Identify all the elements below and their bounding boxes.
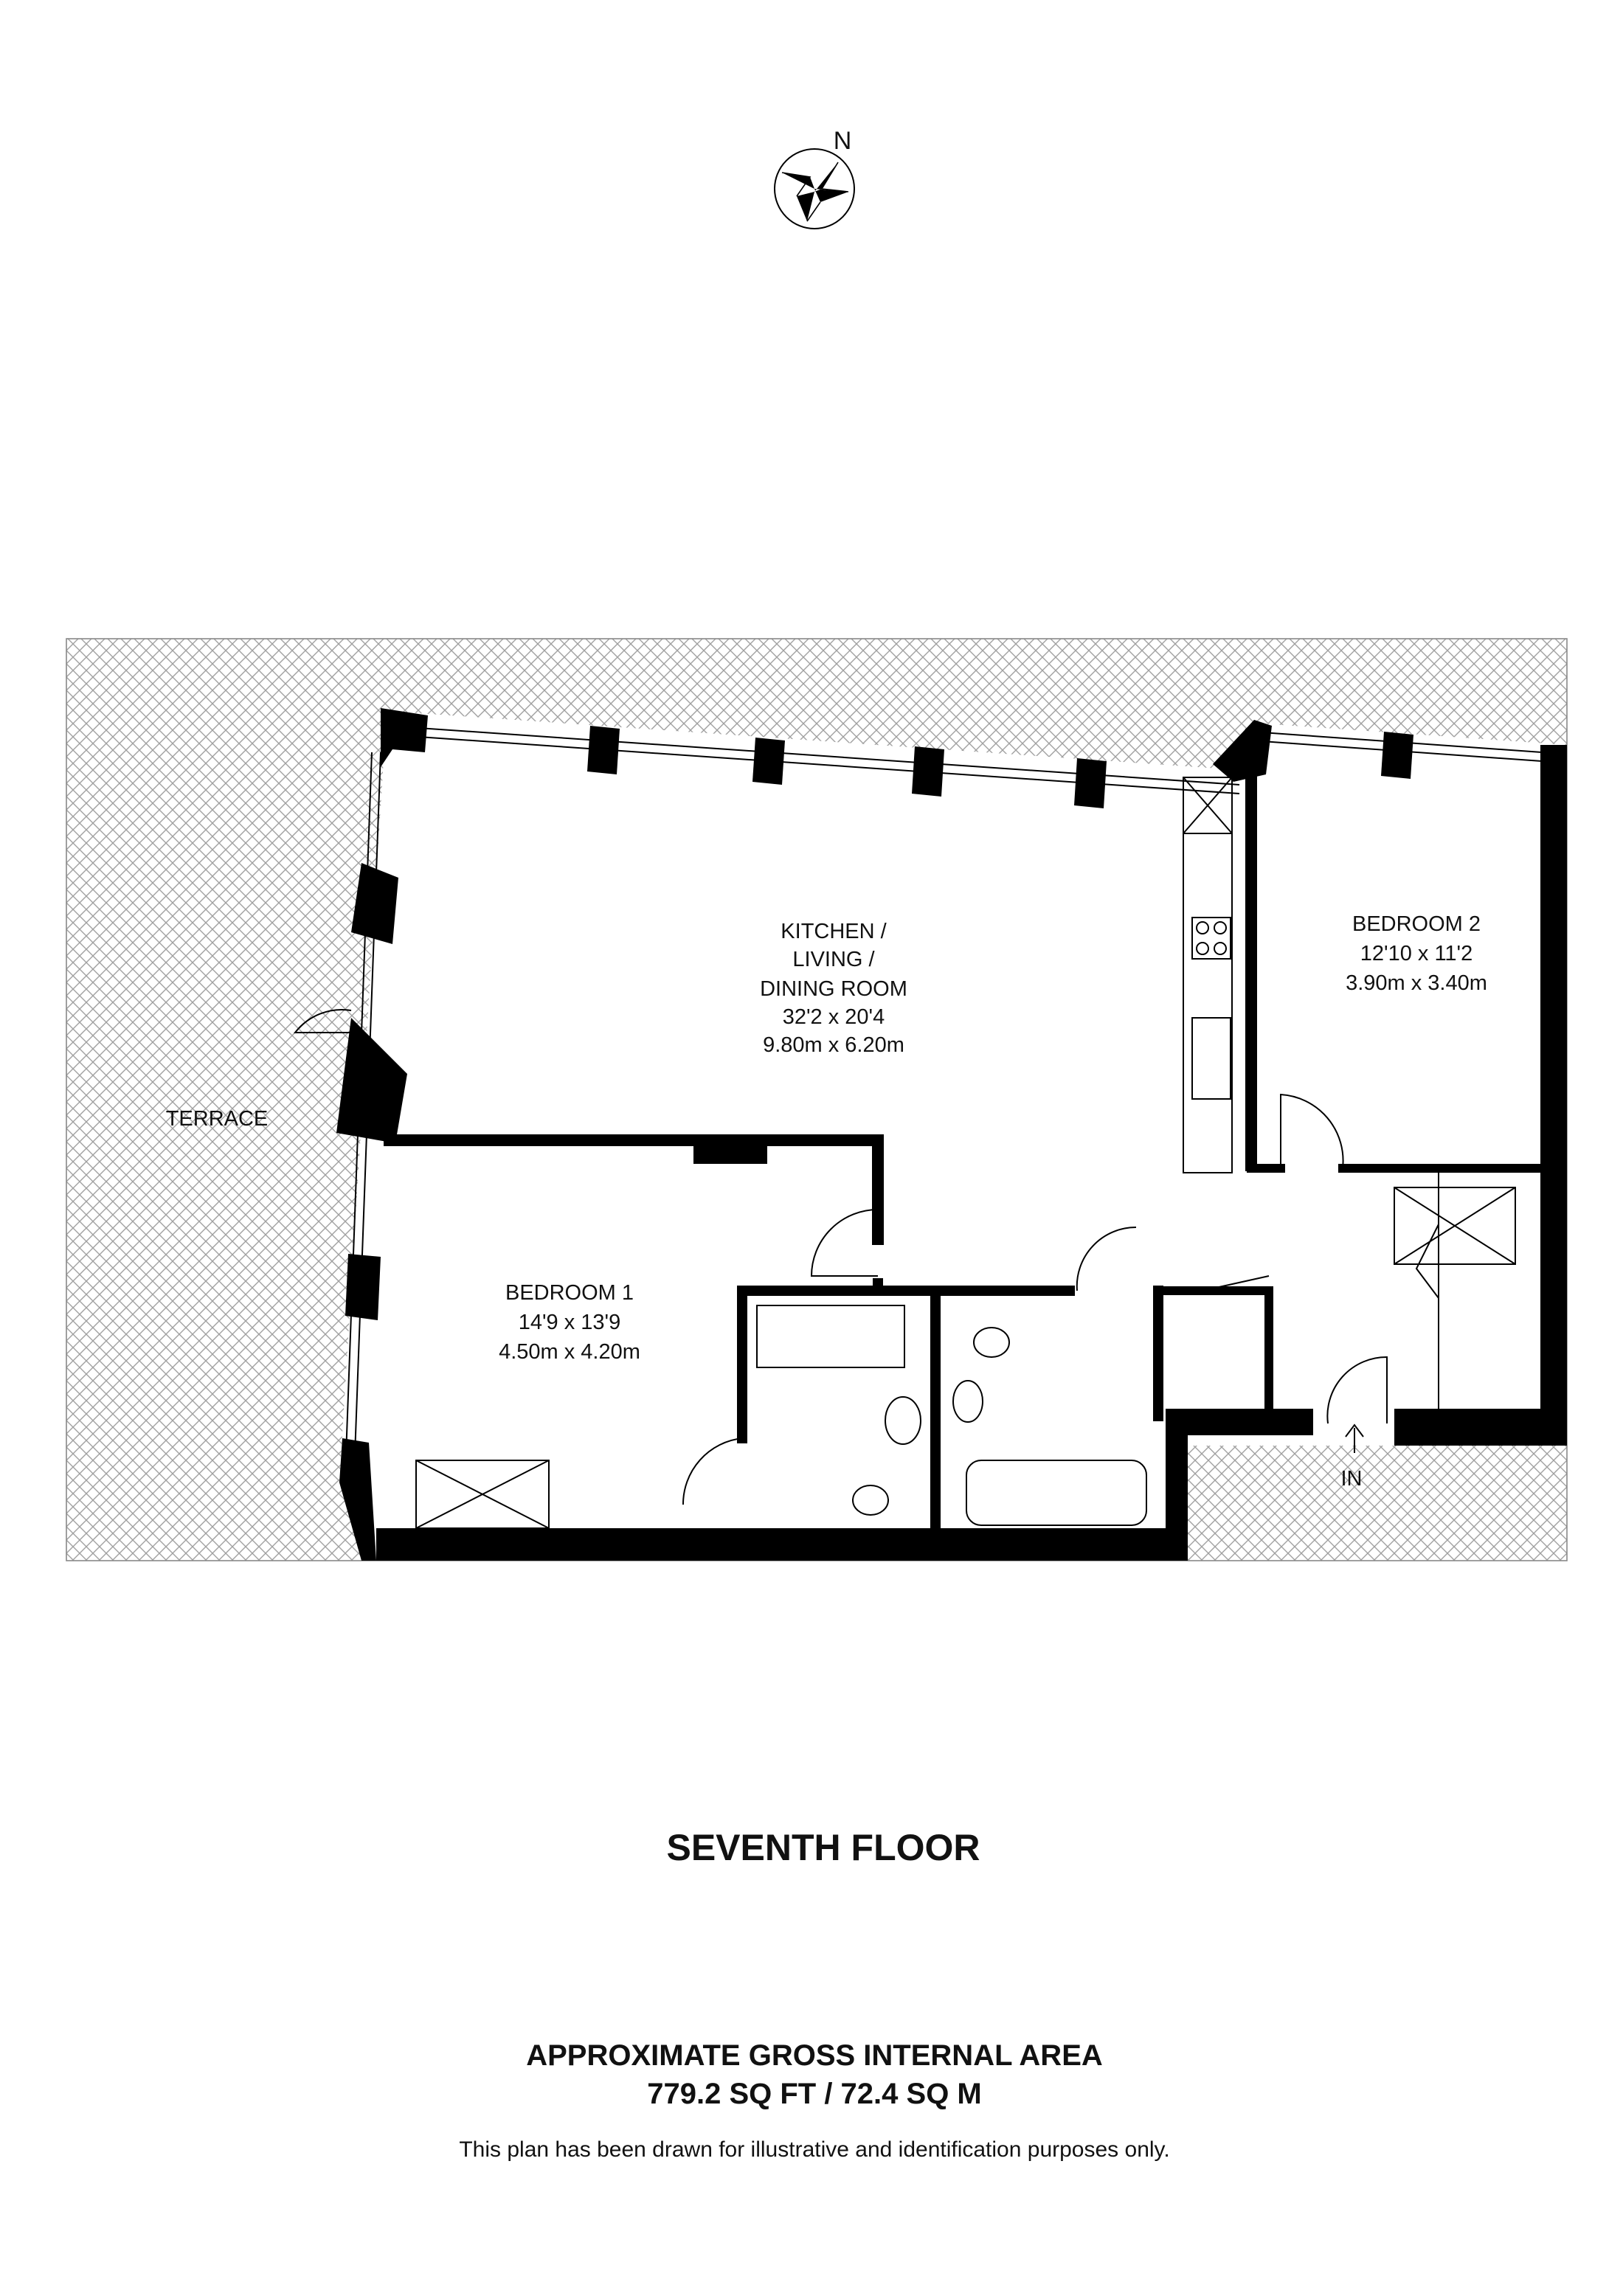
apartment-interior bbox=[339, 711, 1567, 1561]
bedroom2-metric-size: 3.90m x 3.40m bbox=[1346, 971, 1487, 995]
bedroom1-metric-size: 4.50m x 4.20m bbox=[499, 1340, 640, 1364]
floor-title: SEVENTH FLOOR bbox=[666, 1827, 980, 1868]
bedroom2-imperial-size: 12'10 x 11'2 bbox=[1360, 942, 1473, 965]
entrance-label: IN bbox=[1341, 1467, 1363, 1491]
kitchen-label-line-1: KITCHEN / bbox=[781, 920, 887, 943]
kitchen-label-line-3: DINING ROOM bbox=[760, 977, 907, 1001]
walls bbox=[293, 708, 1567, 1561]
bedroom1-imperial-size: 14'9 x 13'9 bbox=[519, 1311, 620, 1334]
area-heading: APPROXIMATE GROSS INTERNAL AREA bbox=[526, 2039, 1103, 2072]
north-compass-icon: N bbox=[774, 127, 855, 229]
bedroom1-label: BEDROOM 1 bbox=[505, 1281, 634, 1305]
area-value: 779.2 SQ FT / 72.4 SQ M bbox=[647, 2078, 982, 2110]
compass-north-label: N bbox=[834, 127, 852, 155]
terrace-label: TERRACE bbox=[166, 1107, 269, 1131]
kitchen-imperial-size: 32'2 x 20'4 bbox=[783, 1005, 885, 1029]
kitchen-label-line-2: LIVING / bbox=[792, 948, 875, 971]
kitchen-metric-size: 9.80m x 6.20m bbox=[763, 1033, 904, 1057]
disclaimer: This plan has been drawn for illustrativ… bbox=[459, 2137, 1169, 2162]
bedroom2-label: BEDROOM 2 bbox=[1352, 912, 1481, 936]
